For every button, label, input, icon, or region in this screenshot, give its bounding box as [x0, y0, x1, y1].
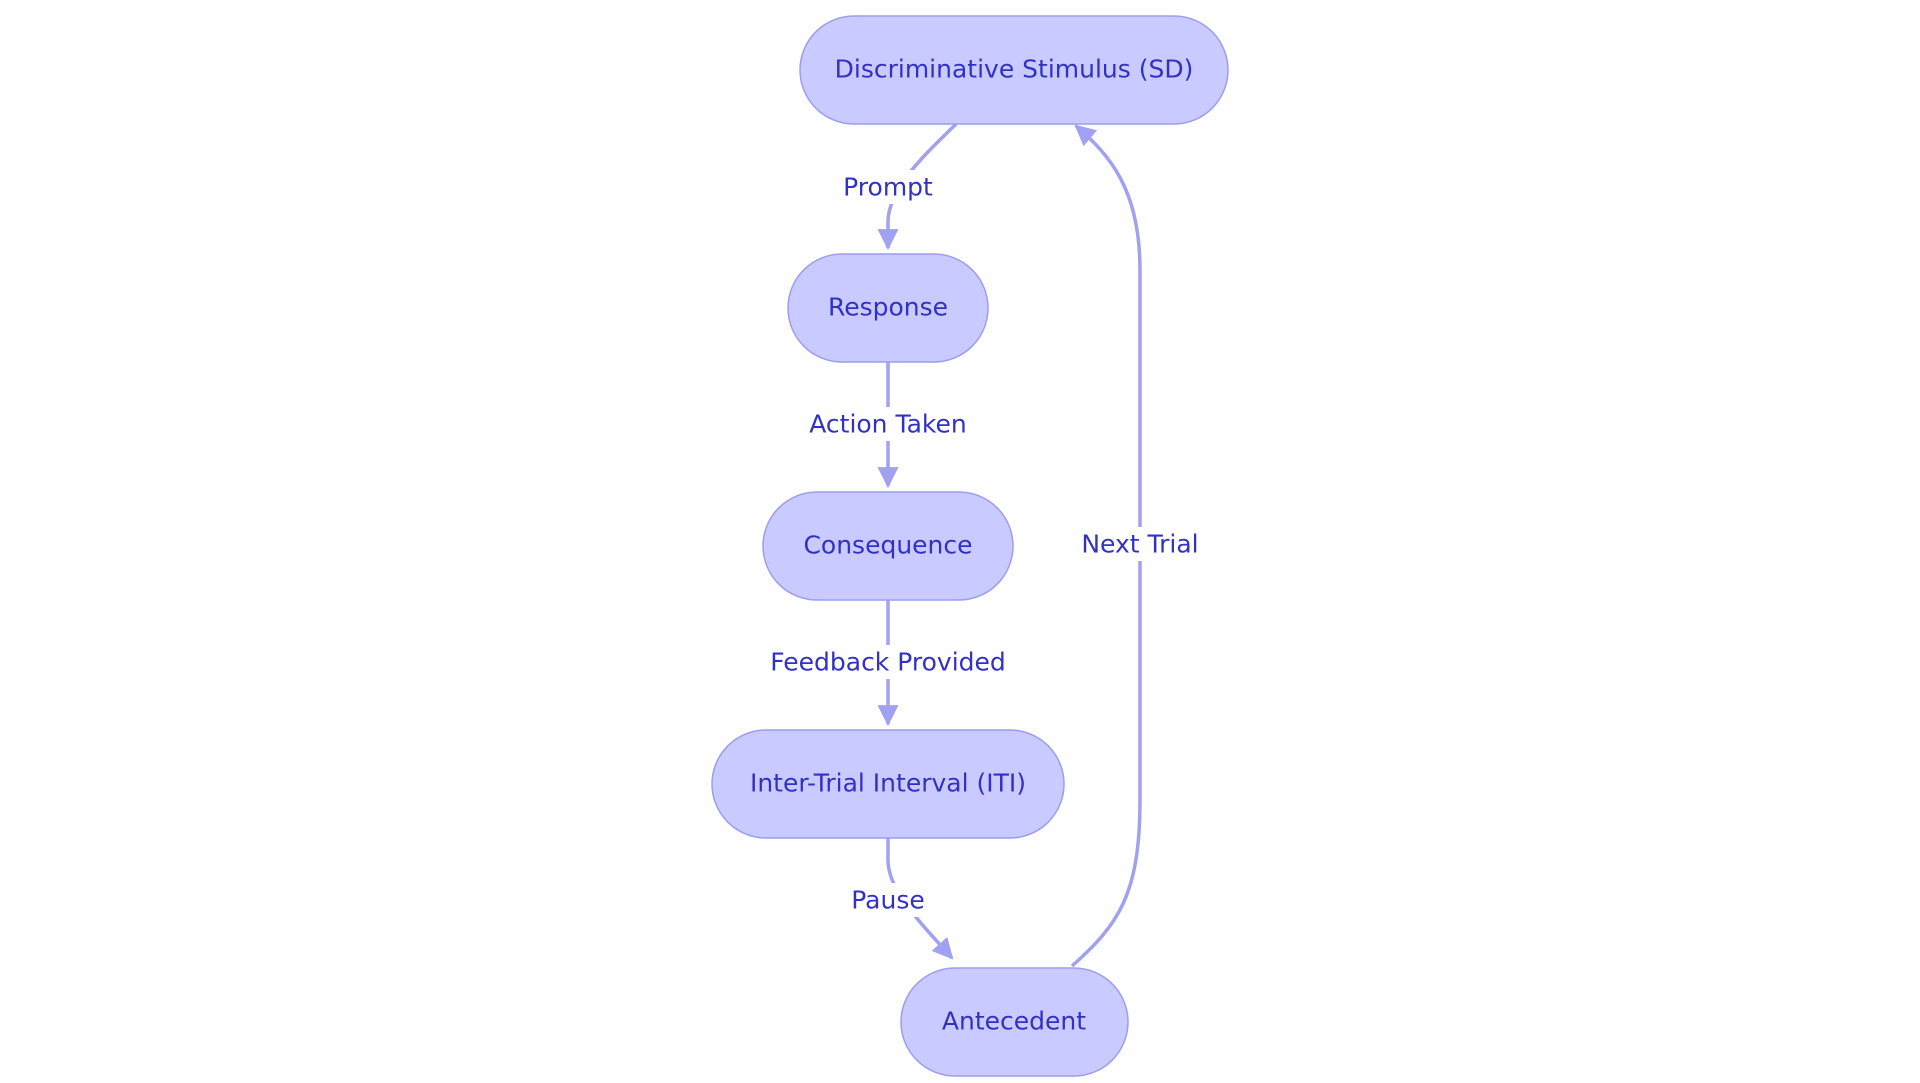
edge-labels: Prompt Action Taken Feedback Provided Pa…	[770, 170, 1200, 917]
edge-label-action-taken: Action Taken	[808, 407, 968, 441]
svg-text:Consequence: Consequence	[803, 531, 972, 560]
edge-label-pause: Pause	[848, 883, 928, 917]
svg-text:Inter-Trial Interval (ITI): Inter-Trial Interval (ITI)	[750, 769, 1026, 798]
node-response: Response	[787, 253, 989, 363]
node-inter-trial-interval: Inter-Trial Interval (ITI)	[711, 729, 1065, 839]
edge-label-next-trial: Next Trial	[1080, 527, 1200, 561]
svg-text:Prompt: Prompt	[843, 173, 933, 202]
svg-text:Response: Response	[828, 293, 948, 322]
edge-label-prompt: Prompt	[842, 170, 934, 204]
svg-text:Pause: Pause	[851, 886, 925, 915]
node-consequence: Consequence	[762, 491, 1014, 601]
node-discriminative-stimulus: Discriminative Stimulus (SD)	[799, 15, 1229, 125]
nodes: Discriminative Stimulus (SD) Response Co…	[711, 15, 1229, 1077]
svg-text:Discriminative Stimulus (SD): Discriminative Stimulus (SD)	[835, 55, 1194, 84]
svg-text:Next Trial: Next Trial	[1081, 530, 1198, 559]
node-antecedent: Antecedent	[900, 967, 1129, 1077]
edge-label-feedback-provided: Feedback Provided	[770, 645, 1006, 679]
svg-text:Action Taken: Action Taken	[809, 410, 967, 439]
svg-text:Feedback Provided: Feedback Provided	[770, 648, 1006, 677]
svg-text:Antecedent: Antecedent	[942, 1007, 1086, 1036]
